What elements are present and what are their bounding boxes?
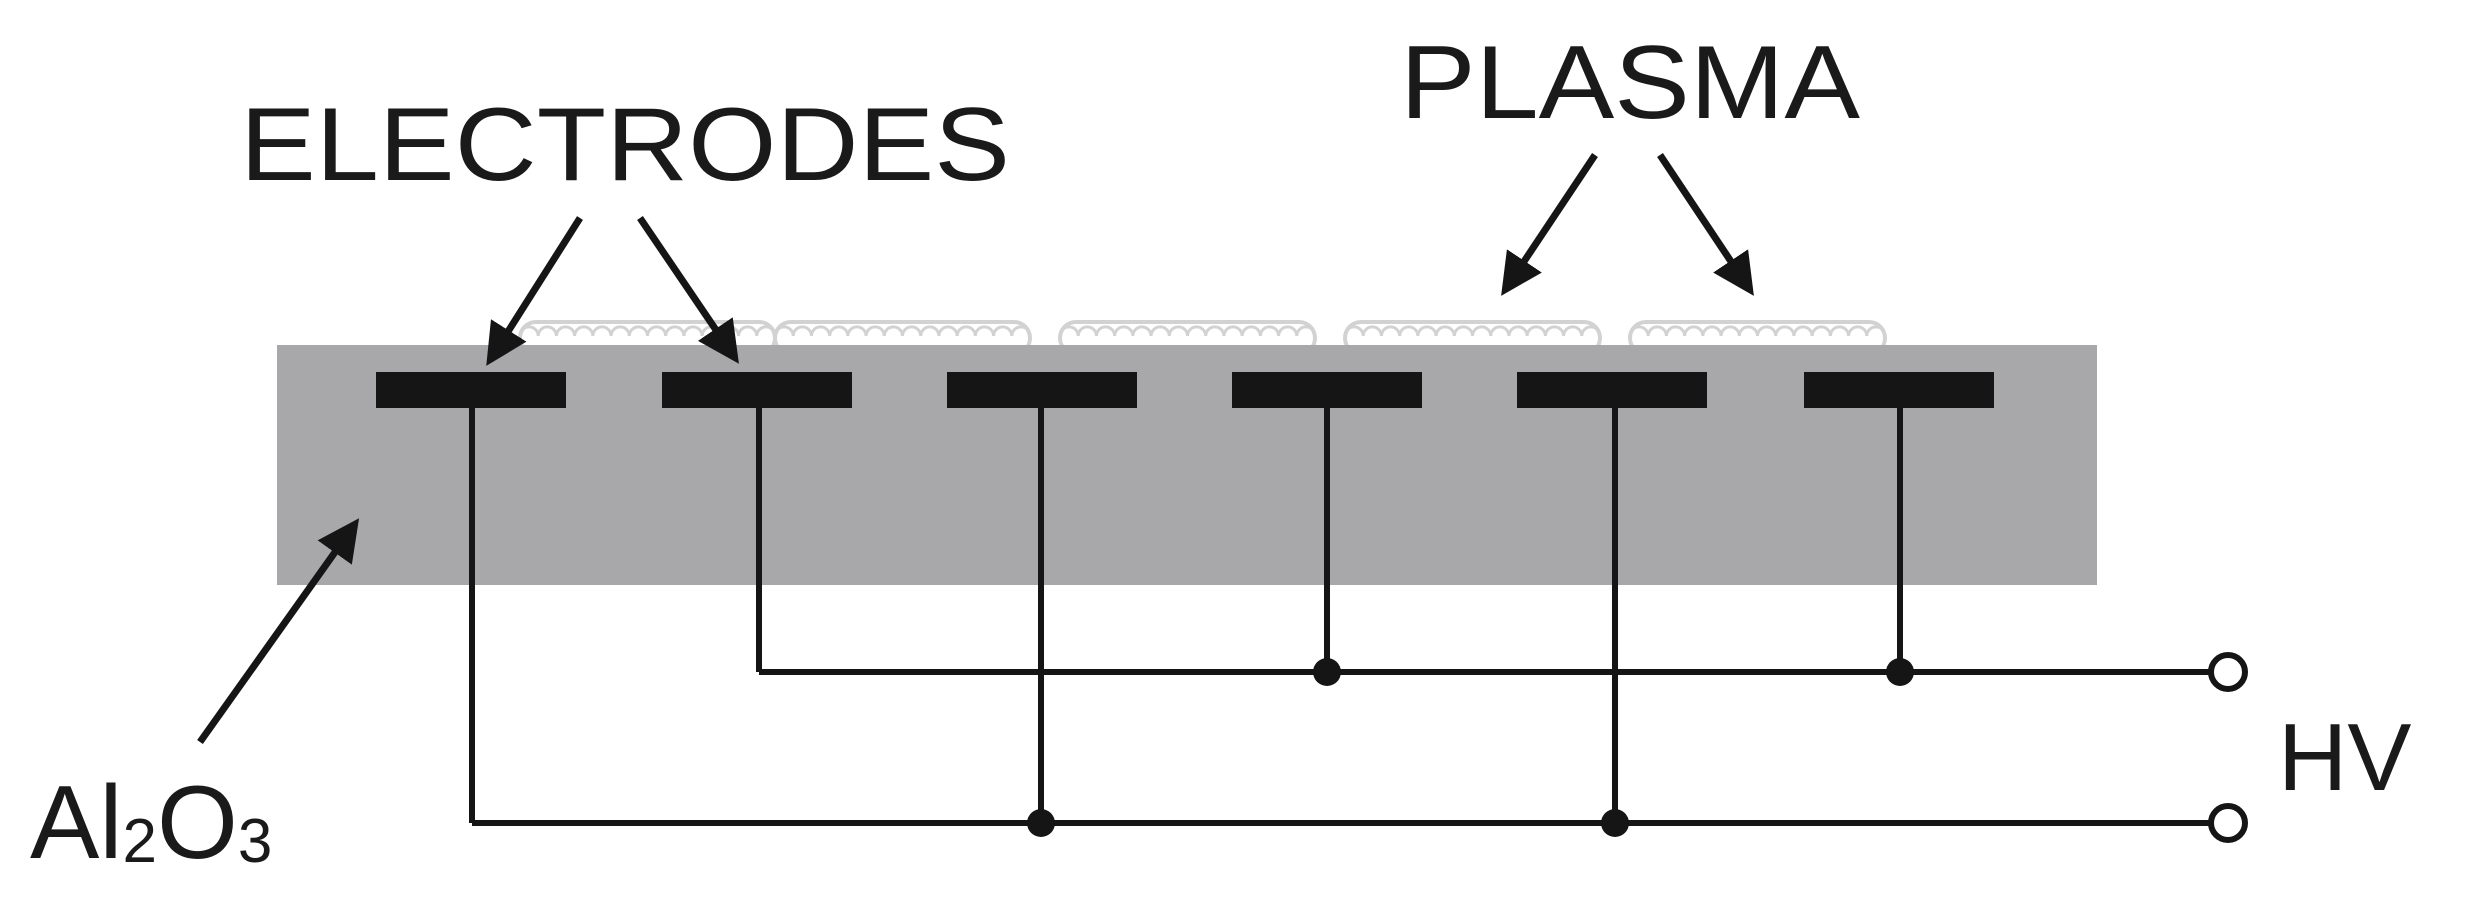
al2o3-label-sub1: 2 <box>122 807 156 876</box>
al2o3-label-al: Al <box>30 765 122 881</box>
plasma-texture <box>1628 325 1887 337</box>
plasma-texture <box>1058 325 1317 337</box>
al2o3-label: Al2O3 <box>30 765 272 881</box>
electrodes-arrow-left <box>486 216 583 366</box>
junction-dot <box>1601 809 1629 837</box>
al2o3-label-o: O <box>157 765 238 881</box>
hv-label: HV <box>2278 704 2411 811</box>
al2o3-label-sub2: 3 <box>238 807 272 876</box>
plasma-arrow-left <box>1501 153 1598 296</box>
plasma-texture <box>773 325 1032 337</box>
junction-dot <box>1886 658 1914 686</box>
junction-dot <box>1313 658 1341 686</box>
al2o3-substrate <box>277 345 2097 585</box>
plasma-arrow-right <box>1657 153 1754 296</box>
junction-dot <box>1027 809 1055 837</box>
circuit <box>376 372 2248 843</box>
substrate-arrow <box>197 518 360 745</box>
plasma-label: PLASMA <box>1400 25 1861 141</box>
hv-terminal-lower <box>2208 803 2248 843</box>
electrodes-label: ELECTRODES <box>240 87 1010 203</box>
electrodes-arrow-right <box>637 216 739 364</box>
plasma-texture <box>1343 325 1602 337</box>
hv-terminal-upper <box>2208 652 2248 692</box>
